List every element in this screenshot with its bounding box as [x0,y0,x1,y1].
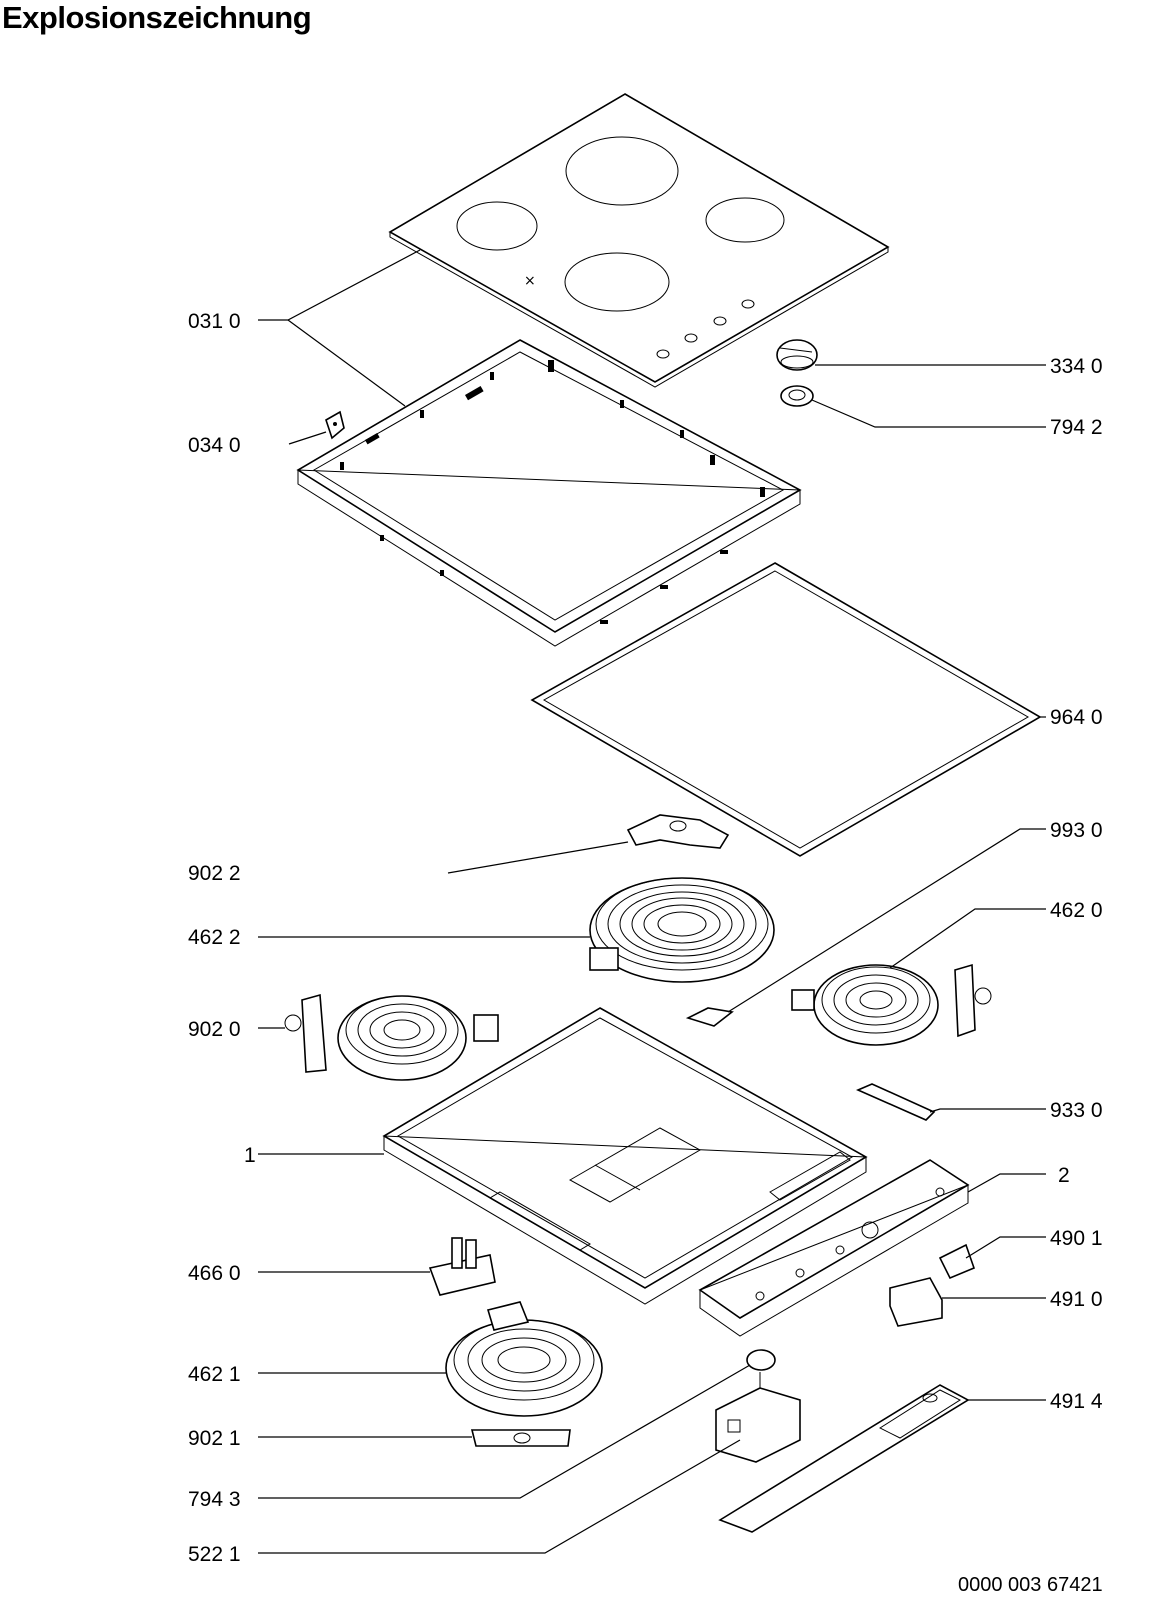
label-491-4: 491 4 [1050,1390,1103,1413]
label-490-1: 490 1 [1050,1227,1103,1250]
label-964-0: 964 0 [1050,706,1103,729]
label-462-2: 462 2 [188,926,241,949]
heater-large-part [589,877,775,983]
frame-clip-part [325,410,345,440]
label-462-1: 462 1 [188,1363,241,1386]
spring-clip-part [685,1007,734,1027]
label-2: 2 [1058,1164,1070,1187]
label-933-0: 933 0 [1050,1099,1103,1122]
knob-ring-part [780,385,814,407]
terminal-block-part [428,1237,496,1296]
label-794-3: 794 3 [188,1488,241,1511]
label-522-1: 522 1 [188,1543,241,1566]
label-466-0: 466 0 [188,1262,241,1285]
label-794-2: 794 2 [1050,416,1103,439]
bracket-bottom-part [470,1429,571,1447]
heater-bottom-part [445,1301,603,1417]
label-1: 1 [244,1144,256,1167]
label-902-2: 902 2 [188,862,241,885]
bracket-top-part [626,814,730,849]
label-993-0: 993 0 [1050,819,1103,842]
frame-part [296,339,802,647]
control-housing-part [698,1159,970,1337]
leader-lines [258,249,1046,1554]
label-902-1: 902 1 [188,1427,241,1450]
label-462-0: 462 0 [1050,899,1103,922]
connector-small-part [938,1243,976,1280]
part-labels: 031 0 034 0 334 0 794 2 964 0 902 2 993 … [188,310,1103,1566]
document-number: 0000 003 67421 [958,1574,1103,1596]
label-334-0: 334 0 [1050,355,1103,378]
connector-block-part [889,1277,943,1327]
base-tray-part [382,1007,868,1305]
bracket-small-part [855,1083,936,1121]
label-034-0: 034 0 [188,434,241,457]
knob-cap-part [746,1349,776,1371]
energy-regulator-part [715,1372,801,1463]
gasket-part [530,562,1042,857]
label-902-0: 902 0 [188,1018,241,1041]
label-491-0: 491 0 [1050,1288,1103,1311]
svg-text:×: × [524,273,536,289]
heater-right-part [791,963,992,1046]
page-title: Explosionszeichnung [2,0,312,35]
glass-top-part: × [388,93,890,388]
knob-part [776,339,818,371]
heater-left-part [284,993,499,1081]
label-031-0: 031 0 [188,310,241,333]
